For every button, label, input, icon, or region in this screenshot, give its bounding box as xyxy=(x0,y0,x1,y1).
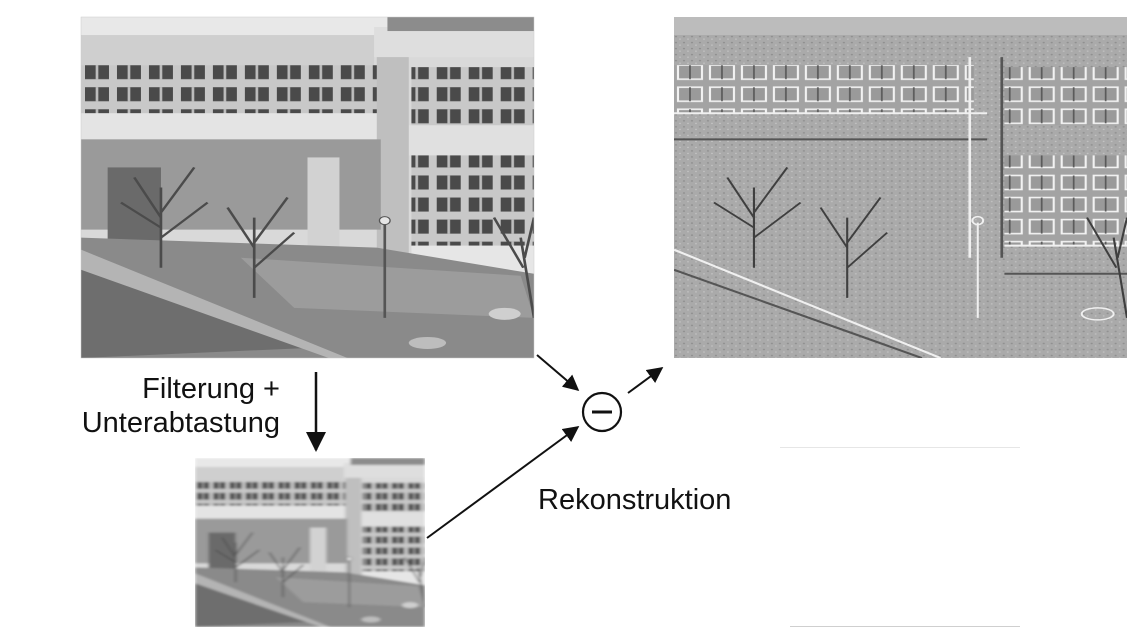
detail-photo xyxy=(674,17,1127,358)
reconstruction-arrow xyxy=(426,426,580,539)
filter-downsample-label: Filterung + Unterabtastung xyxy=(40,372,280,440)
subtraction-operator-icon xyxy=(581,391,623,433)
downsampled-photo xyxy=(195,458,425,627)
minus-to-detail-arrow xyxy=(627,367,664,394)
original-to-minus-arrow xyxy=(536,354,580,392)
filter-label-line2: Unterabtastung xyxy=(81,407,280,440)
divider-line xyxy=(780,447,1020,448)
filter-label-line1: Filterung + xyxy=(142,373,280,405)
divider-line xyxy=(790,626,1020,627)
reconstruction-label: Rekonstruktion xyxy=(538,484,732,516)
original-photo xyxy=(80,16,535,359)
